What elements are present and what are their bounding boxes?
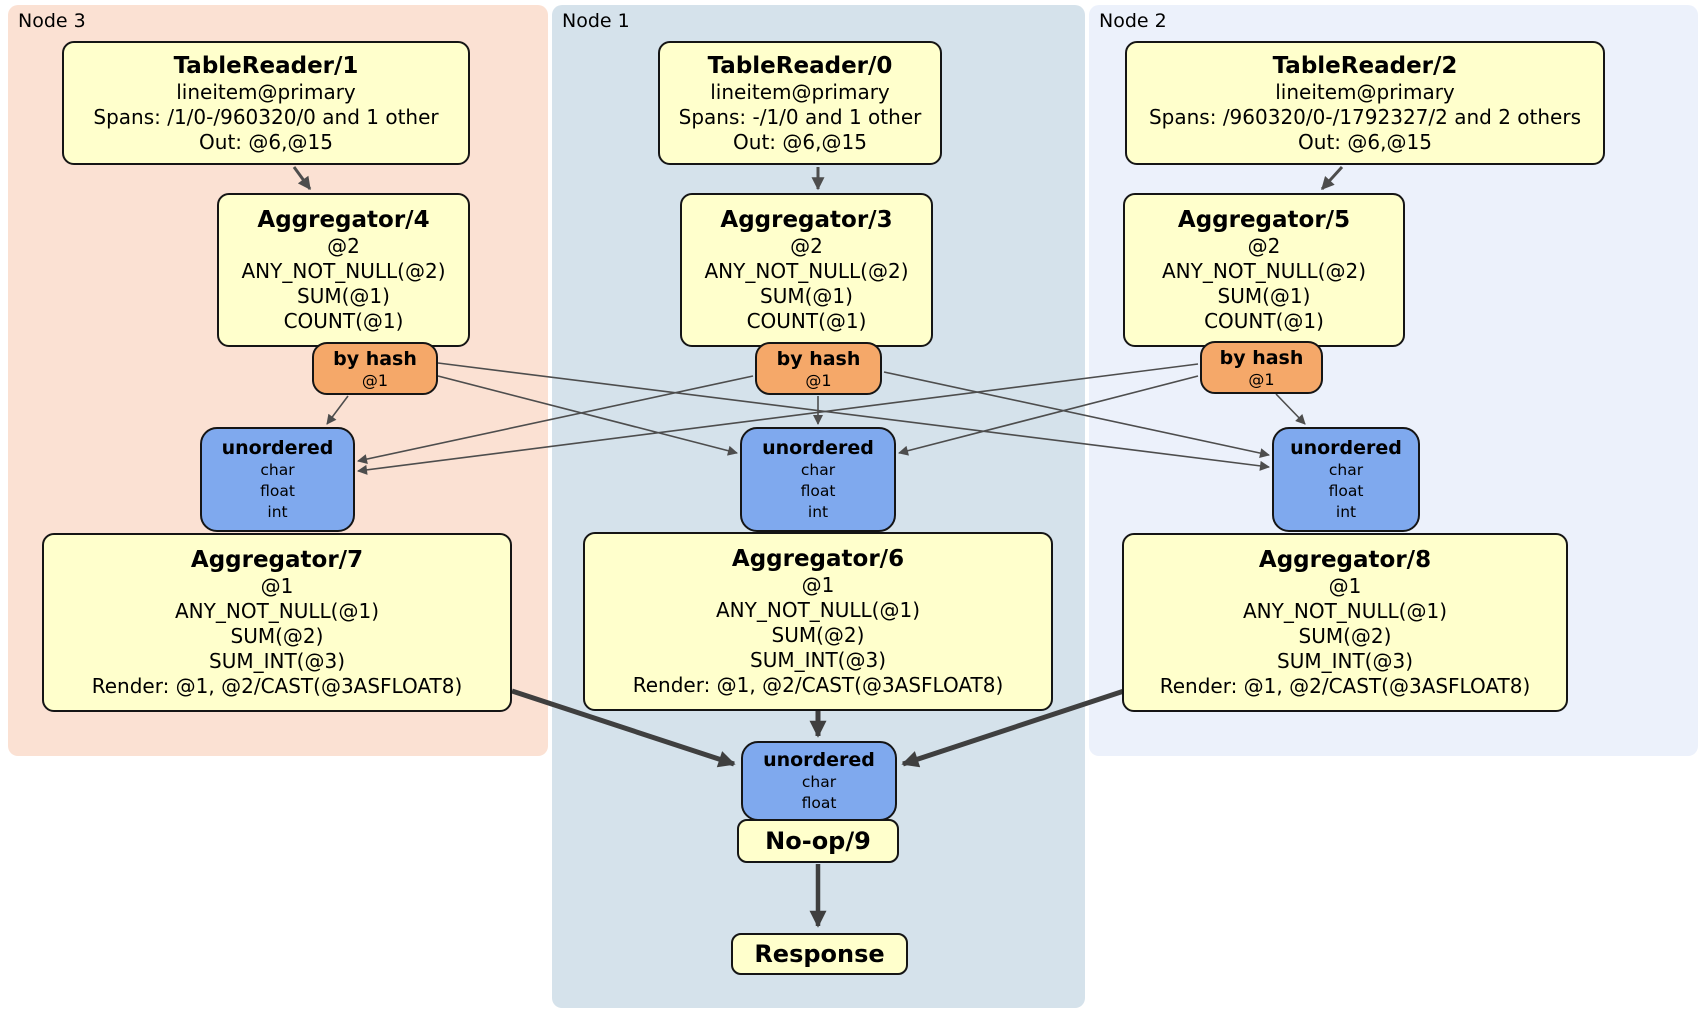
response-title: Response [754, 940, 885, 968]
aggregator-7-box: Aggregator/7 @1 ANY_NOT_NULL(@1) SUM(@2)… [42, 533, 512, 712]
aggregator-8-title: Aggregator/8 [1258, 547, 1432, 573]
aggregator-4-box: Aggregator/4 @2 ANY_NOT_NULL(@2) SUM(@1)… [217, 193, 470, 347]
tablereader-1-box: TableReader/1 lineitem@primary Spans: /1… [62, 41, 470, 165]
edge-bh3-un3 [326, 395, 349, 425]
unordered-sync-node3: unordered char float int [200, 427, 355, 532]
edge-agg8-unfinal [901, 688, 1125, 768]
aggregator-7-title: Aggregator/7 [190, 547, 364, 573]
node1-region-label: Node 1 [562, 10, 630, 32]
tablereader-0-box: TableReader/0 lineitem@primary Spans: -/… [658, 41, 942, 165]
noop-box: No-op/9 [737, 819, 899, 863]
node2-region-label: Node 2 [1099, 10, 1167, 32]
edge-bh2-un1 [898, 375, 1199, 456]
node3-region-label: Node 3 [18, 10, 86, 32]
aggregator-5-title: Aggregator/5 [1177, 207, 1351, 233]
response-box: Response [731, 933, 908, 975]
tablereader-0-title: TableReader/0 [707, 52, 893, 79]
edge-bh3-un2 [437, 362, 1270, 471]
edge-tr2-agg5 [1320, 165, 1344, 191]
aggregator-3-box: Aggregator/3 @2 ANY_NOT_NULL(@2) SUM(@1)… [680, 193, 933, 347]
edge-tr1-agg4 [292, 166, 312, 191]
aggregator-6-box: Aggregator/6 @1 ANY_NOT_NULL(@1) SUM(@2)… [583, 532, 1053, 711]
tablereader-2-box: TableReader/2 lineitem@primary Spans: /9… [1125, 41, 1605, 165]
unordered-sync-node2: unordered char float int [1272, 427, 1420, 532]
tablereader-1-title: TableReader/1 [173, 52, 359, 79]
tablereader-2-title: TableReader/2 [1272, 52, 1458, 79]
hash-router-node2: by hash @1 [1200, 341, 1323, 394]
aggregator-8-box: Aggregator/8 @1 ANY_NOT_NULL(@1) SUM(@2)… [1122, 533, 1568, 712]
noop-title: No-op/9 [765, 827, 871, 855]
edge-bh2-un2 [1275, 393, 1306, 425]
aggregator-3-title: Aggregator/3 [720, 207, 893, 233]
aggregator-5-box: Aggregator/5 @2 ANY_NOT_NULL(@2) SUM(@1)… [1123, 193, 1405, 347]
hash-router-node1: by hash @1 [755, 342, 882, 395]
edge-agg7-unfinal [511, 688, 736, 768]
unordered-sync-node1: unordered char float int [740, 427, 896, 532]
unordered-sync-final: unordered char float [741, 741, 897, 821]
edge-bh3-un1 [437, 375, 738, 456]
edge-bh2-un3 [357, 363, 1199, 475]
edge-bh1-un3 [357, 375, 754, 464]
hash-router-node3: by hash @1 [312, 342, 438, 395]
aggregator-6-title: Aggregator/6 [731, 546, 905, 572]
aggregator-4-title: Aggregator/4 [257, 207, 430, 233]
edge-bh1-un2 [883, 371, 1270, 458]
